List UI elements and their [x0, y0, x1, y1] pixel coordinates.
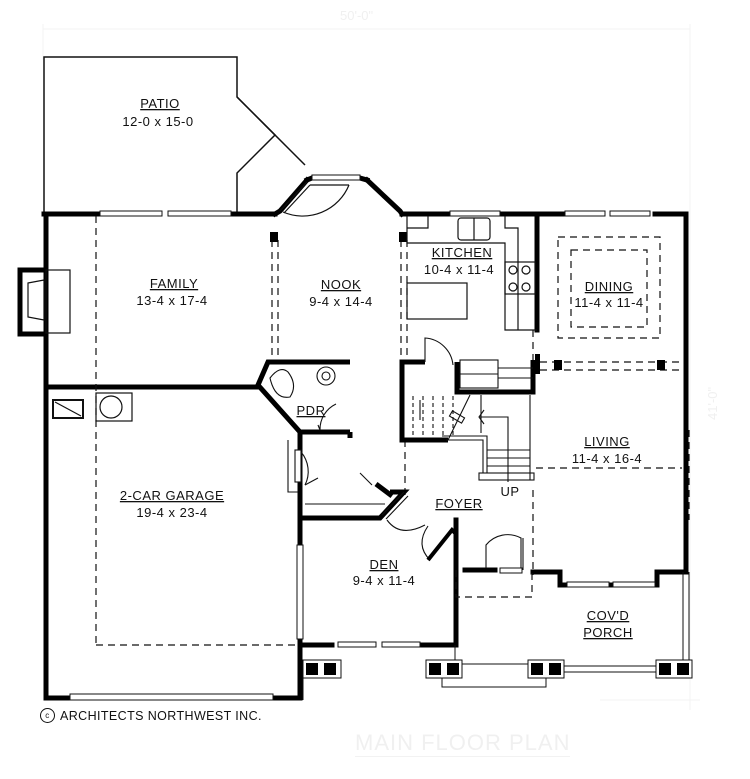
room-dining: DINING 11-4 x 11-4 — [574, 279, 643, 310]
room-name: FAMILY — [150, 276, 198, 291]
room-name: 2-CAR GARAGE — [120, 488, 224, 503]
porch-columns — [302, 572, 693, 700]
overall-width-dimension: 50'-0" — [340, 8, 374, 23]
room-living: LIVING 11-4 x 16-4 — [572, 434, 642, 466]
room-foyer: FOYER — [435, 496, 482, 511]
copyright-notice: c ARCHITECTS NORTHWEST INC. — [40, 708, 262, 723]
room-porch: COV'D PORCH — [583, 608, 632, 640]
room-name: KITCHEN — [432, 245, 493, 260]
room-name: NOOK — [321, 277, 361, 292]
room-name: FOYER — [435, 496, 482, 511]
wall-posts — [270, 232, 665, 374]
room-size: 19-4 x 23-4 — [136, 505, 207, 520]
room-name: PATIO — [140, 96, 180, 111]
room-size: 9-4 x 11-4 — [353, 573, 416, 588]
room-den: DEN 9-4 x 11-4 — [353, 557, 416, 588]
dimension-lines — [42, 24, 700, 710]
interior-walls — [255, 359, 410, 521]
room-pdr: PDR — [297, 403, 326, 418]
room-family: FAMILY 13-4 x 17-4 — [136, 276, 207, 308]
room-garage: 2-CAR GARAGE 19-4 x 23-4 — [120, 488, 224, 520]
room-name: LIVING — [584, 434, 630, 449]
room-size: 10-4 x 11-4 — [424, 262, 494, 277]
room-size: 11-4 x 16-4 — [572, 451, 642, 466]
stair-up-label: UP — [500, 484, 519, 499]
copyright-text: ARCHITECTS NORTHWEST INC. — [60, 708, 262, 723]
room-size: 11-4 x 11-4 — [574, 295, 643, 310]
room-patio: PATIO 12-0 x 15-0 — [122, 96, 193, 129]
fireplace — [17, 267, 71, 337]
dashed-lines — [95, 216, 690, 646]
room-name-line2: PORCH — [583, 625, 632, 640]
pdr-fixtures — [269, 366, 385, 505]
room-labels: PATIO 12-0 x 15-0 FAMILY 13-4 x 17-4 NOO… — [120, 96, 643, 640]
room-size: 13-4 x 17-4 — [136, 293, 207, 308]
copyright-icon: c — [40, 708, 55, 723]
patio-outline — [43, 56, 306, 215]
room-size: 12-0 x 15-0 — [122, 114, 193, 129]
plan-title: MAIN FLOOR PLAN — [355, 730, 571, 757]
stair-walls — [399, 359, 536, 443]
room-name: DEN — [370, 557, 399, 572]
room-kitchen: KITCHEN 10-4 x 11-4 — [424, 245, 494, 277]
kitchen-counters — [406, 216, 537, 331]
windows — [69, 174, 656, 701]
room-size: 9-4 x 14-4 — [309, 294, 373, 309]
room-nook: NOOK 9-4 x 14-4 — [309, 277, 373, 309]
room-name: DINING — [585, 279, 634, 294]
patio-door — [279, 181, 350, 217]
laundry-appliances — [52, 392, 133, 422]
room-name: PDR — [297, 403, 326, 418]
room-name: COV'D — [587, 608, 630, 623]
stairs — [412, 337, 535, 482]
den-doors — [381, 491, 524, 570]
